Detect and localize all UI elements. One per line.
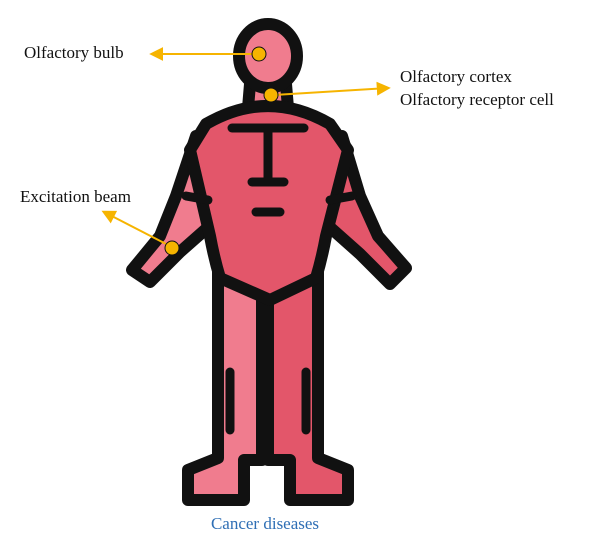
location-markers	[164, 46, 279, 256]
muscle-lines	[181, 123, 357, 435]
excitation-beam-marker	[164, 240, 180, 256]
arrow-to-excitation-beam	[101, 210, 171, 247]
excitation-beam-label: Excitation beam	[20, 187, 131, 206]
left-elbow-line	[181, 191, 213, 205]
pointer-arrows	[101, 47, 391, 247]
olfactory-bulb-label: Olfactory bulb	[24, 43, 124, 62]
figure-caption: Cancer diseases	[210, 514, 320, 533]
olfactory-receptor-cell-label: Olfactory receptor cell	[400, 90, 554, 109]
olfactory-bulb-marker	[251, 46, 267, 62]
torso	[184, 100, 354, 306]
right-elbow-line	[325, 191, 357, 205]
olfactory-cortex-marker	[263, 87, 279, 103]
head	[233, 18, 303, 94]
arrow-to-olfactory-cortex	[273, 81, 391, 96]
olfactory-cortex-label: Olfactory cortex	[400, 67, 512, 86]
